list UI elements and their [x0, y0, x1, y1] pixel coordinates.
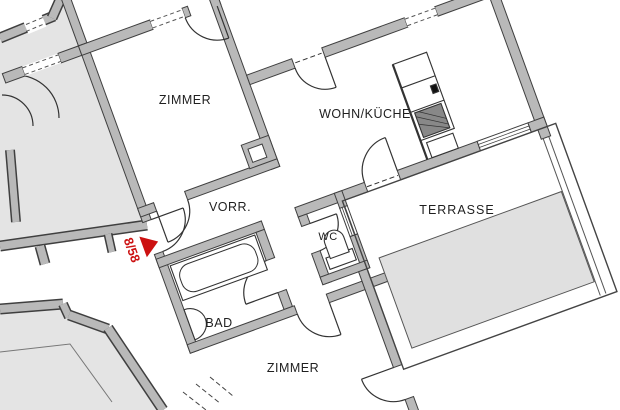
room-label-wc: WC	[318, 231, 338, 243]
room-label-wohn-kueche: WOHN/KÜCHE	[319, 107, 411, 121]
room-label-terrasse: TERRASSE	[419, 203, 495, 217]
lower-terrace	[378, 190, 595, 349]
terrace-outline	[341, 122, 618, 371]
wall	[485, 0, 552, 140]
kitchen-unit	[391, 51, 460, 160]
neighbor-door-arc	[1, 94, 34, 127]
sink	[183, 308, 207, 341]
door-arcs	[150, 5, 406, 403]
room-label-zimmer2: ZIMMER	[266, 361, 320, 375]
room-label-vorraum: VORR.	[208, 200, 252, 214]
room-label-zimmer1: ZIMMER	[158, 93, 212, 107]
stair-dashes	[182, 376, 234, 410]
wall	[56, 0, 88, 47]
room-label-bad: BAD	[205, 316, 233, 330]
stairwell-block	[0, 302, 164, 410]
unit-arrow	[139, 236, 159, 258]
wall	[77, 42, 152, 224]
